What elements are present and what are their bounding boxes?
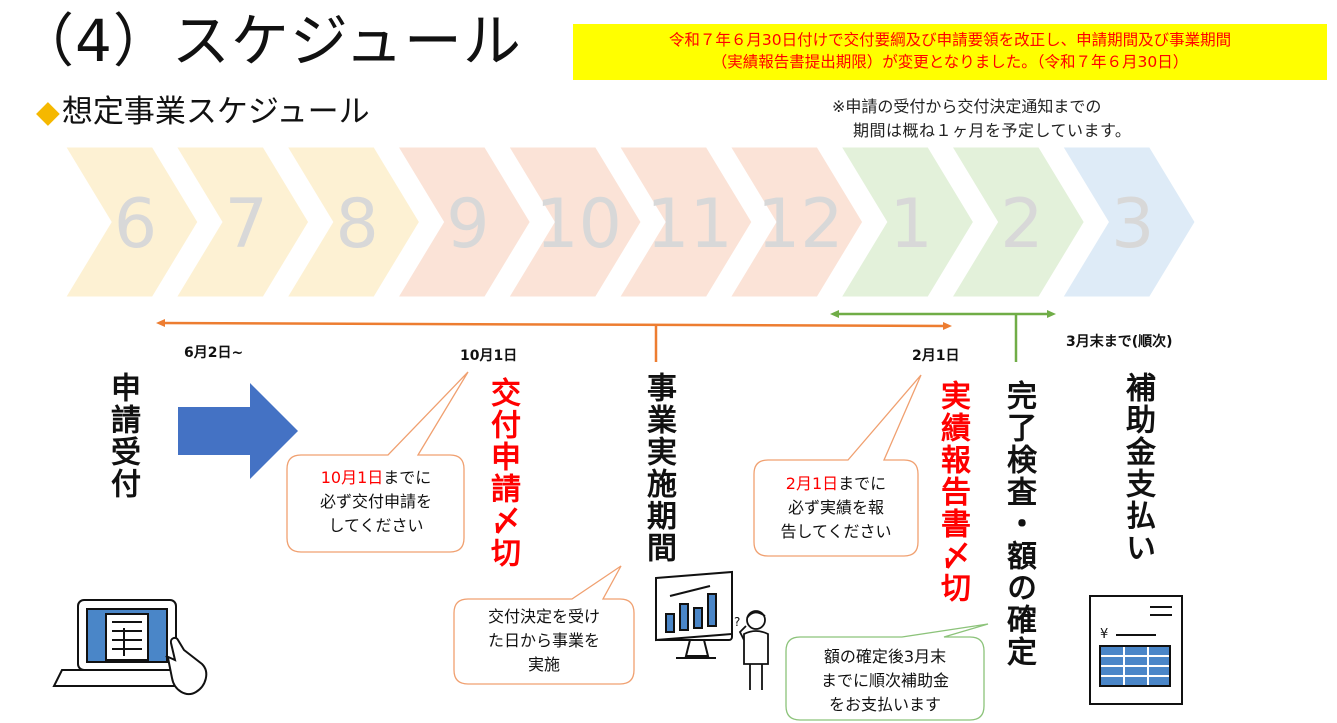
schedule-note-line-2: 期間は概ね１ヶ月を予定しています。 <box>853 121 1132 140</box>
month-chevron-1 <box>836 144 977 300</box>
thinking-person-icon: ? <box>734 610 769 690</box>
bubble-pay-line1: 額の確定後3月末 <box>823 647 947 666</box>
bubble-start-line1: 交付決定を受け <box>487 607 600 626</box>
month-label-1: 1 <box>889 185 932 264</box>
bubble-oct-line2: 必ず交付申請を <box>319 492 432 511</box>
month-label-7: 7 <box>225 185 268 264</box>
bubble-pay-line3: をお支払います <box>828 695 941 714</box>
bubble-start: 交付決定を受け た日から事業を 実施 <box>456 605 632 677</box>
bubble-feb: 2月1日までに 必ず実績を報 告してください <box>756 472 916 544</box>
analysis-monitor-icon <box>655 570 733 659</box>
bubble-oct-line3: してください <box>328 516 424 535</box>
bubble-pay: 額の確定後3月末 までに順次補助金 をお支払います <box>788 645 982 717</box>
month-label-8: 8 <box>335 185 378 264</box>
bubble-pay-line2: までに順次補助金 <box>820 671 949 690</box>
month-label-6: 6 <box>114 185 157 264</box>
month-chevron-6 <box>61 144 201 300</box>
date-feb: 2月1日 <box>912 348 960 364</box>
month-label-3: 3 <box>1111 185 1154 264</box>
bubble-oct-shape <box>286 371 469 553</box>
month-chevron-7 <box>172 144 312 300</box>
step-grant-deadline: 交付申請〆切 <box>485 377 520 569</box>
step-payment: 補助金支払い <box>1120 372 1155 564</box>
bubble-start-line3: 実施 <box>527 655 560 674</box>
flow-arrow-icon <box>178 383 298 479</box>
yen-invoice-icon: ¥ <box>1089 595 1183 705</box>
diamond-bullet-icon: ◆ <box>36 94 60 130</box>
bubble-oct-date: 10月1日 <box>320 468 384 487</box>
step-apply: 申請受付 <box>105 372 140 500</box>
bubble-start-shape <box>453 565 635 685</box>
date-oct: 10月1日 <box>460 348 518 364</box>
month-label-12: 12 <box>757 185 844 264</box>
step-inspection: 完了検査・額の確定 <box>1001 380 1036 668</box>
month-label-2: 2 <box>1000 185 1043 264</box>
change-notice: 令和７年６月30日付けで交付要綱及び申請要領を改正し、申請期間及び事業期間 （実… <box>573 24 1327 80</box>
month-label-10: 10 <box>535 185 622 264</box>
month-label-9: 9 <box>446 185 489 264</box>
subtitle-text: 想定事業スケジュール <box>61 94 370 130</box>
svg-text:¥: ¥ <box>1100 627 1108 642</box>
month-chevron-9 <box>393 144 534 300</box>
bubble-start-line2: た日から事業を <box>487 631 600 650</box>
bubble-feb-line3: 告してください <box>780 522 892 541</box>
notice-line-2: （実績報告書提出期限）が変更となりました。（令和７年６月30日） <box>711 53 1189 71</box>
month-label-11: 11 <box>646 185 733 264</box>
bubble-feb-shape <box>753 374 922 557</box>
month-chevron-3 <box>1058 144 1198 300</box>
bubble-feb-date: 2月1日 <box>785 474 839 493</box>
bubble-feb-line2: 必ず実績を報 <box>787 498 884 517</box>
month-chevron-10 <box>504 144 644 300</box>
month-chevron-12 <box>726 144 866 300</box>
notice-line-1: 令和７年６月30日付けで交付要綱及び申請要領を改正し、申請期間及び事業期間 <box>668 31 1232 49</box>
laptop-application-icon <box>52 599 208 696</box>
month-chevron-2 <box>947 144 1088 300</box>
schedule-note-line-1: ※申請の受付から交付決定通知までの <box>832 97 1102 116</box>
step-report-deadline: 実績報告書〆切 <box>935 380 970 604</box>
bubble-oct-rest: までに <box>383 468 432 487</box>
svg-text:?: ? <box>734 615 740 629</box>
date-mar: 3月末まで(順次) <box>1066 334 1173 350</box>
month-chevron-11 <box>615 144 755 300</box>
step-period: 事業実施期間 <box>641 372 676 564</box>
month-chevron-8 <box>282 144 423 300</box>
bubble-oct: 10月1日までに 必ず交付申請を してください <box>290 466 462 538</box>
bubble-pay-shape <box>785 623 989 721</box>
bubble-feb-rest: までに <box>838 474 887 493</box>
application-period-arrow <box>156 319 952 330</box>
section-subtitle: ◆想定事業スケジュール <box>36 92 370 132</box>
page-title: （4）スケジュール <box>16 7 522 75</box>
date-start: 6月2日~ <box>184 345 244 361</box>
